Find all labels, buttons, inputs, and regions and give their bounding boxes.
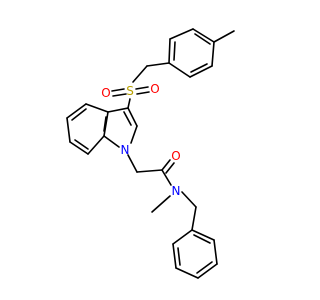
atom-oxygen-right: O: [150, 82, 159, 96]
ch2-phenyl-bond: [191, 206, 197, 231]
sulfur-label: S: [126, 84, 134, 98]
atom-indole-nitrogen: N: [121, 143, 130, 157]
amide-nitrogen-label: N: [172, 184, 181, 198]
carbonyl-n-bond: [161, 169, 172, 186]
phenyl-ring: [172, 229, 218, 279]
molecule-structure: S O O N O N: [66, 28, 235, 279]
benzyl-ch2-bond: [146, 62, 170, 67]
methyl-bond: [213, 30, 235, 43]
carbonyl-double-bond-a: [161, 159, 171, 171]
sulfur-c3-bond: [127, 98, 131, 109]
sulfonyl-bonds: [111, 86, 150, 97]
atom-oxygen-left: O: [101, 86, 110, 100]
indole-benzene-ring: [66, 103, 109, 155]
carbonyl-oxygen-label: O: [171, 149, 180, 163]
atom-sulfur: S: [126, 84, 134, 98]
n-methyl-bond: [151, 195, 171, 213]
carbonyl-double-bond-b: [165, 162, 175, 174]
indole-nitrogen-label: N: [121, 143, 130, 157]
atom-carbonyl-oxygen: O: [171, 149, 180, 163]
ch2-carbonyl-bond: [136, 169, 163, 173]
atom-amide-nitrogen: N: [172, 184, 181, 198]
p-tolyl-ring: [168, 28, 215, 78]
oxygen-left-label: O: [101, 86, 110, 100]
n-benzyl-ch2-bond: [181, 191, 197, 208]
oxygen-right-label: O: [150, 82, 159, 96]
n-ch2-bond: [127, 154, 138, 173]
indole-pyrrole-ring: [103, 107, 138, 148]
ch2-sulfur-bond: [132, 65, 148, 83]
